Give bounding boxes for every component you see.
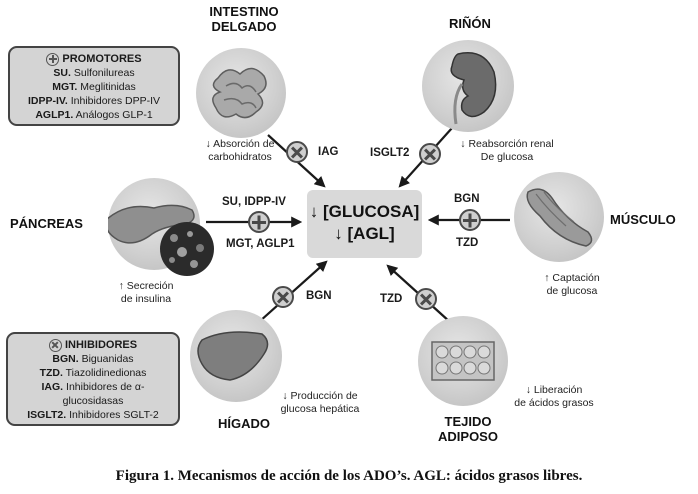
legend-text: Análogos GLP-1	[75, 109, 153, 121]
pancreas-drug-top: SU, IDPP-IV	[222, 196, 286, 208]
liver-icon	[197, 331, 269, 381]
kidney-effect: ↓ Reabsorción renal De glucosa	[448, 138, 566, 164]
legend-text: glucosidasas	[62, 395, 124, 407]
adipose-effect: ↓ Liberación de ácidos grasos	[504, 384, 604, 410]
legend-text: Meglitinidas	[80, 81, 136, 93]
liver-effect-line2: glucosa hepática	[280, 403, 360, 415]
promote-icon-muscle	[459, 209, 481, 231]
legend-abbr: IDPP-IV.	[27, 95, 68, 107]
inhibidores-row: glucosidasas	[8, 394, 178, 408]
intestine-illustration	[196, 48, 286, 138]
adipose-title-line2: ADIPOSO	[438, 429, 498, 444]
legend-text: Inhibidores SGLT-2	[69, 409, 159, 421]
inhibidores-row: TZD. Tiazolidinedionas	[8, 366, 178, 380]
pancreas-drug-bottom: MGT, AGLP1	[226, 238, 295, 250]
inhibidores-row: BGN. Biguanidas	[8, 352, 178, 366]
legend-abbr: AGLP1.	[35, 109, 74, 121]
intestine-title-line1: INTESTINO	[209, 4, 279, 19]
promotores-legend: PROMOTORES SU. Sulfonilureas MGT. Meglit…	[8, 46, 180, 126]
figure-caption: Figura 1. Mecanismos de acción de los AD…	[115, 468, 583, 484]
islet-cells-illustration	[160, 222, 214, 276]
adipose-illustration	[418, 316, 508, 406]
muscle-drug-bottom: TZD	[456, 237, 479, 249]
kidney-illustration	[422, 40, 514, 132]
times-circle-icon	[48, 338, 62, 352]
legend-text: Sulfonilureas	[73, 67, 135, 79]
kidney-icon	[450, 52, 497, 125]
inhibidores-legend: INHIBIDORES BGN. Biguanidas TZD. Tiazoli…	[6, 332, 180, 426]
central-agl: ↓ [AGL]	[334, 224, 395, 243]
legend-text: Tiazolidinedionas	[65, 367, 147, 379]
adipose-effect-line2: de ácidos grasos	[514, 397, 594, 409]
intestine-effect-line1: ↓ Absorción de	[205, 138, 275, 150]
inhibidores-row: IAG. Inhibidores de α-	[8, 380, 178, 394]
plus-circle-icon	[46, 52, 60, 66]
muscle-effect: ↑ Captación de glucosa	[532, 272, 612, 298]
inhibit-icon-kidney	[419, 143, 441, 165]
legend-abbr: ISGLT2.	[27, 409, 67, 421]
kidney-drug: ISGLT2	[370, 147, 410, 159]
liver-title: HÍGADO	[218, 416, 270, 431]
promotores-row: SU. Sulfonilureas	[10, 66, 178, 80]
kidney-title: RIÑÓN	[449, 16, 491, 31]
kidney-effect-line2: De glucosa	[480, 151, 534, 163]
intestine-effect-line2: carbohidratos	[208, 151, 272, 163]
promotores-row: IDPP-IV. Inhibidores DPP-IV	[10, 94, 178, 108]
pancreas-effect: ↑ Secreción de insulina	[106, 280, 186, 306]
liver-effect-line1: ↓ Producción de	[282, 390, 358, 402]
inhibit-icon-liver	[272, 286, 294, 308]
pancreas-effect-line1: ↑ Secreción	[118, 280, 174, 292]
muscle-effect-line1: ↑ Captación	[544, 272, 600, 284]
legend-text: Inhibidores DPP-IV	[70, 95, 161, 107]
legend-abbr: BGN.	[52, 353, 79, 365]
central-target-box: ↓ [GLUCOSA] ↓ [AGL]	[307, 190, 422, 258]
adipose-drug: TZD	[380, 293, 403, 305]
muscle-drug-top: BGN	[454, 193, 480, 205]
inhibidores-row: ISGLT2. Inhibidores SGLT-2	[8, 408, 178, 422]
central-glucose: ↓ [GLUCOSA]	[309, 202, 420, 221]
intestine-title-line2: DELGADO	[211, 19, 277, 34]
adipose-title: TEJIDO ADIPOSO	[426, 414, 510, 444]
legend-abbr: MGT.	[52, 81, 78, 93]
muscle-illustration	[514, 172, 604, 262]
legend-text: Biguanidas	[81, 353, 134, 365]
kidney-effect-line1: ↓ Reabsorción renal	[460, 138, 554, 150]
muscle-effect-line2: de glucosa	[546, 285, 598, 297]
adipose-title-line1: TEJIDO	[444, 414, 492, 429]
pancreas-effect-line2: de insulina	[120, 293, 172, 305]
inhibidores-title: INHIBIDORES	[64, 339, 138, 351]
intestine-effect: ↓ Absorción de carbohidratos	[190, 138, 290, 164]
muscle-icon	[526, 188, 593, 247]
pancreas-title: PÁNCREAS	[10, 216, 83, 231]
intestine-icon	[212, 67, 267, 119]
inhibidores-header: INHIBIDORES	[8, 338, 178, 352]
promote-icon-pancreas	[248, 211, 270, 233]
liver-illustration	[190, 310, 282, 402]
legend-abbr: IAG.	[41, 381, 64, 393]
promotores-title: PROMOTORES	[62, 53, 142, 65]
promotores-row: AGLP1. Análogos GLP-1	[10, 108, 178, 122]
inhibit-icon-adipose	[415, 288, 437, 310]
adipose-effect-line1: ↓ Liberación	[525, 384, 583, 396]
cells-icon	[169, 231, 204, 268]
adipose-icon	[431, 341, 495, 381]
legend-abbr: SU.	[53, 67, 71, 79]
promotores-row: MGT. Meglitinidas	[10, 80, 178, 94]
inhibit-icon-intestine	[286, 141, 308, 163]
promotores-header: PROMOTORES	[10, 52, 178, 66]
intestine-title: INTESTINO DELGADO	[196, 4, 292, 34]
intestine-drug: IAG	[318, 146, 339, 158]
legend-abbr: TZD.	[39, 367, 63, 379]
liver-drug: BGN	[306, 290, 332, 302]
muscle-title: MÚSCULO	[610, 212, 676, 227]
legend-text: Inhibidores de α-	[66, 381, 145, 393]
liver-effect: ↓ Producción de glucosa hepática	[270, 390, 370, 416]
